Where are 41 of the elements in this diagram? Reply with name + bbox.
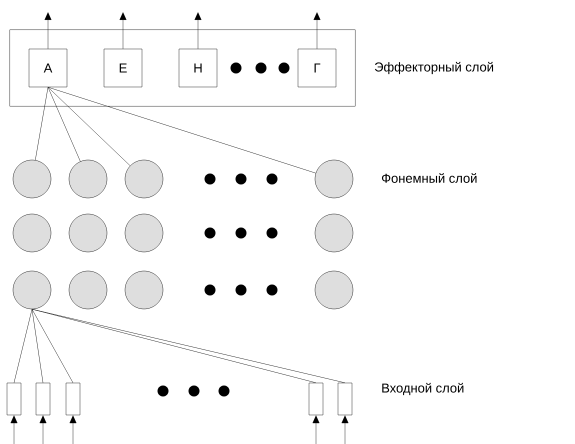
output-arrow xyxy=(44,12,52,49)
input-arrow xyxy=(342,415,348,444)
input-box xyxy=(308,382,324,416)
neuron-circle xyxy=(314,214,354,252)
input-arrow xyxy=(10,415,18,444)
neuron-circle xyxy=(124,214,164,252)
input-box xyxy=(6,382,22,416)
neuron-circle xyxy=(68,160,108,198)
output-arrow xyxy=(120,12,126,49)
layer-frame xyxy=(10,30,356,106)
neuron-circle xyxy=(68,270,108,310)
neuron-circle xyxy=(314,160,354,198)
input-box xyxy=(36,382,50,416)
output-arrow xyxy=(194,12,202,49)
neuron-circle xyxy=(12,214,52,252)
letter-box: А xyxy=(28,48,68,88)
connection-line xyxy=(48,87,130,166)
input-box xyxy=(66,382,80,416)
letter-box: Н xyxy=(178,48,218,88)
layer-label: Эффекторный слой xyxy=(374,62,494,74)
neuron-circle xyxy=(124,270,164,310)
neuron-circle xyxy=(68,214,108,252)
connection-line xyxy=(32,309,74,383)
output-arrow xyxy=(314,12,320,49)
connection-line xyxy=(48,87,81,162)
connection-line xyxy=(35,87,48,160)
input-arrow xyxy=(40,415,46,444)
input-arrow xyxy=(312,415,320,444)
letter-box: Г xyxy=(298,48,336,88)
neuron-circle xyxy=(12,160,52,198)
connection-line xyxy=(32,309,44,383)
connection-line xyxy=(48,87,316,174)
neuron-circle xyxy=(314,270,354,310)
input-arrow xyxy=(70,415,76,444)
input-box xyxy=(338,382,352,416)
letter-box: Е xyxy=(104,48,142,88)
layer-label: Фонемный слой xyxy=(382,173,477,183)
neuron-circle xyxy=(12,270,52,310)
connection-line xyxy=(14,309,32,383)
neuron-circle xyxy=(124,160,164,198)
layer-label: Входной слой xyxy=(382,382,464,396)
